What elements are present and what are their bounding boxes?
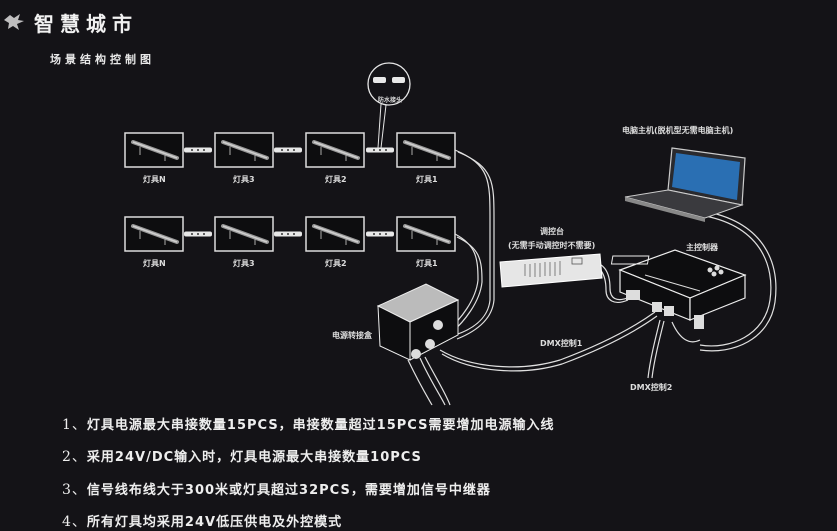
connector-link	[366, 231, 394, 237]
page-subtitle: 场景结构控制图	[50, 53, 155, 66]
power-cables	[407, 149, 777, 406]
connector-link	[274, 147, 302, 153]
connector-link	[366, 147, 394, 153]
note-item: 3、信号线布线大于300米或灯具超过32PCS，需要增加信号中继器	[62, 482, 491, 498]
fixture-label: 灯具N	[143, 259, 166, 268]
power-box-label: 电源转接盒	[332, 331, 372, 340]
fixture-label: 灯具2	[325, 175, 347, 184]
fixture-n	[123, 215, 185, 253]
fixture-1	[395, 215, 457, 253]
fixture-label: 灯具1	[416, 175, 438, 184]
fixture-2	[304, 215, 366, 253]
fixture-1	[395, 131, 457, 169]
fixture-row-2	[123, 215, 457, 253]
console-label: 调控台	[540, 227, 564, 236]
page-title: 智慧城市	[34, 12, 138, 36]
main-controller	[610, 249, 747, 329]
fixture-3	[213, 131, 275, 169]
fixture-3	[213, 215, 275, 253]
fixture-label: 灯具2	[325, 259, 347, 268]
console-note: (无需手动调控时不需要)	[508, 241, 596, 250]
connector-link	[274, 231, 302, 237]
fixture-2	[304, 131, 366, 169]
computer-label: 电脑主机(脱机型无需电脑主机)	[622, 126, 734, 135]
dmx1-label: DMX控制1	[540, 339, 583, 348]
fixture-label: 灯具3	[233, 175, 255, 184]
dmx2-label: DMX控制2	[630, 383, 673, 392]
note-item: 4、所有灯具均采用24V低压供电及外控模式	[62, 514, 343, 530]
dragon-icon	[4, 14, 24, 30]
connector-link	[184, 231, 212, 237]
power-junction-box	[376, 283, 460, 361]
laptop-computer	[624, 147, 746, 222]
note-item: 2、采用24V/DC输入时，灯具电源最大串接数量10PCS	[62, 449, 422, 465]
waterproof-connector-label: 防水接头	[378, 97, 403, 104]
fixture-label: 灯具1	[416, 259, 438, 268]
fixture-row-1	[123, 131, 457, 169]
dmx-console	[499, 253, 603, 288]
connector-link	[184, 147, 212, 153]
main-controller-label: 主控制器	[686, 243, 718, 252]
fixture-n	[123, 131, 185, 169]
waterproof-connector-callout	[367, 62, 411, 149]
fixture-label: 灯具N	[143, 175, 166, 184]
fixture-label: 灯具3	[233, 259, 255, 268]
note-item: 1、灯具电源最大串接数量15PCS，串接数量超过15PCS需要增加电源输入线	[62, 417, 555, 433]
